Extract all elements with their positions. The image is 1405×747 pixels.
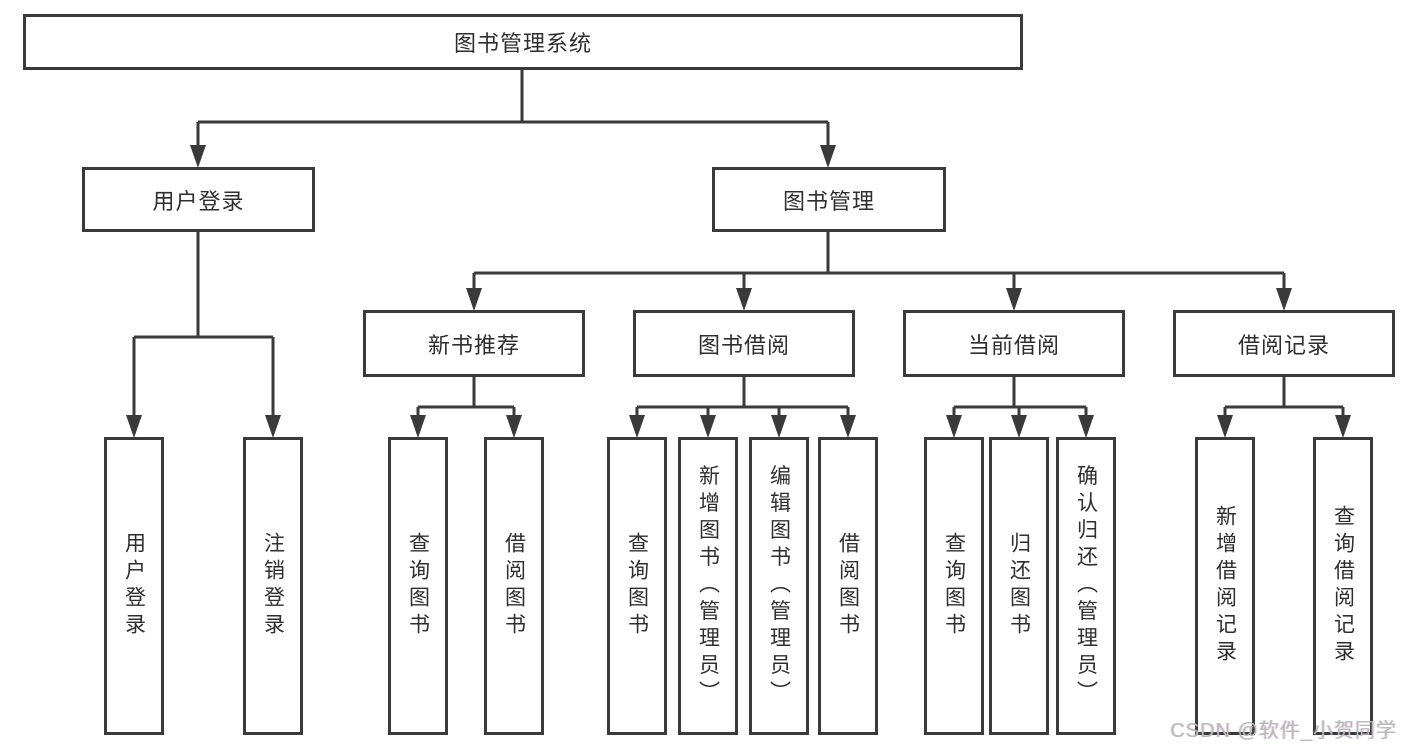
leaf-label: 查询图书 [406, 532, 430, 640]
leaf-add-borrow-record: 新增借阅记录 [1195, 437, 1255, 735]
leaf-return-books: 归还图书 [989, 437, 1049, 735]
leaf-label: 借阅图书 [836, 532, 860, 640]
leaf-query-books-current: 查询图书 [924, 437, 984, 735]
leaf-label: 归还图书 [1007, 532, 1031, 640]
leaf-label: 编辑图书（管理员） [767, 464, 791, 708]
leaf-borrow-books-recommend: 借阅图书 [484, 437, 544, 735]
leaf-add-books-admin: 新增图书（管理员） [678, 437, 738, 735]
node-label: 图书借阅 [697, 332, 790, 358]
leaf-label: 确认归还（管理员） [1074, 464, 1098, 708]
leaf-query-books-borrowing: 查询图书 [607, 437, 667, 735]
node-label: 借阅记录 [1237, 332, 1330, 358]
leaf-borrow-books: 借阅图书 [818, 437, 878, 735]
leaf-label: 注销登录 [261, 532, 285, 640]
node-user-login-branch: 用户登录 [82, 167, 315, 232]
leaf-label: 新增借阅记录 [1213, 505, 1237, 667]
leaf-label: 查询图书 [625, 532, 649, 640]
node-label: 图书管理 [782, 188, 875, 214]
leaf-edit-books-admin: 编辑图书（管理员） [749, 437, 809, 735]
leaf-query-borrow-record: 查询借阅记录 [1313, 437, 1373, 735]
leaf-label: 借阅图书 [502, 532, 526, 640]
leaf-label: 用户登录 [122, 532, 146, 640]
node-new-book-recommendation: 新书推荐 [363, 310, 585, 377]
leaf-label: 查询图书 [942, 532, 966, 640]
node-label: 新书推荐 [427, 332, 520, 358]
leaf-logout: 注销登录 [243, 437, 303, 735]
leaf-label: 查询借阅记录 [1331, 505, 1355, 667]
node-label: 用户登录 [152, 188, 245, 214]
leaf-label: 新增图书（管理员） [696, 464, 720, 708]
node-book-borrowing: 图书借阅 [633, 310, 855, 377]
leaf-confirm-return-admin: 确认归还（管理员） [1056, 437, 1116, 735]
csdn-watermark: CSDN @软件_小贺同学 [1170, 720, 1397, 742]
node-borrowing-records: 借阅记录 [1173, 310, 1395, 377]
node-current-borrowing: 当前借阅 [903, 310, 1125, 377]
node-book-management-branch: 图书管理 [712, 167, 946, 232]
leaf-user-login: 用户登录 [104, 437, 164, 735]
arrow-down-icons [126, 145, 1351, 438]
leaf-query-books-recommend: 查询图书 [388, 437, 448, 735]
node-label: 当前借阅 [967, 332, 1060, 358]
node-library-management-system: 图书管理系统 [23, 14, 1023, 70]
node-label: 图书管理系统 [453, 31, 592, 56]
